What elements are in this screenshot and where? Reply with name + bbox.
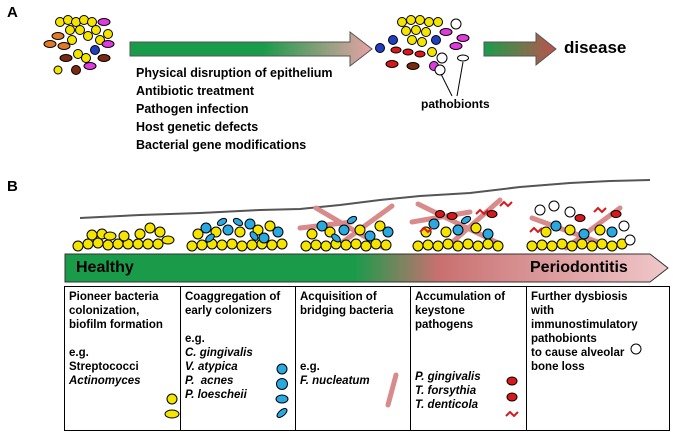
- stage3-biofilm: [297, 203, 395, 252]
- stage-title-continued: to cause alveolar bone loss: [531, 347, 625, 373]
- p-acnes-icon: [275, 394, 289, 404]
- healthy-microbe-cluster: [43, 15, 115, 75]
- species-row: T. denticola: [415, 398, 522, 412]
- progression-arrow-bar: [64, 253, 669, 283]
- stage-box-coaggregation: Coaggregation of early colonizers e.g. C…: [180, 286, 296, 431]
- trigger-factor-list: Physical disruption of epithelium Antibi…: [136, 64, 333, 154]
- t-denticola-icon: [505, 410, 519, 418]
- species-name: Actinomyces: [69, 375, 141, 387]
- stage-eg: e.g.: [69, 347, 89, 359]
- species-row: P. acnes: [185, 374, 291, 388]
- t-forsythia-icon: [506, 392, 518, 402]
- healthy-label: Healthy: [76, 259, 134, 276]
- stage-title: Further dysbiosis with immunostimulatory…: [531, 291, 638, 345]
- stage-title: Coaggregation of early colonizers: [185, 291, 281, 317]
- stage-legend-icons: [164, 343, 642, 419]
- streptococci-icon: [166, 393, 178, 405]
- p-gingivalis-icon: [506, 376, 518, 386]
- stage-title: Pioneer bacteria colonization, biofilm f…: [69, 291, 163, 331]
- c-gingivalis-icon: [276, 363, 288, 375]
- factor-item: Physical disruption of epithelium: [136, 66, 333, 80]
- pathobionts-label: pathobionts: [421, 97, 490, 111]
- species-name: Streptococci: [69, 361, 139, 373]
- factor-item: Host genetic defects: [136, 120, 259, 134]
- v-atypica-icon: [276, 378, 288, 390]
- species-row: C. gingivalis: [185, 346, 291, 360]
- species-name: T. forsythia: [415, 385, 477, 397]
- panel-a-label: A: [7, 4, 18, 21]
- species-row: T. forsythia: [415, 384, 522, 398]
- panel-b-label: B: [7, 178, 18, 195]
- stage-box-keystone: Accumulation of keystone pathogens P. gi…: [410, 286, 527, 431]
- periodontitis-label: Periodontitis: [530, 259, 628, 276]
- factor-item: Bacterial gene modifications: [136, 138, 307, 152]
- dysbiotic-microbe-cluster: [375, 15, 470, 76]
- stage1-biofilm: [72, 222, 175, 252]
- species-row: Streptococci: [69, 360, 176, 374]
- species-name: V. atypica: [185, 361, 238, 373]
- species-name: P. loescheii: [185, 389, 247, 401]
- factor-item: Antibiotic treatment: [136, 84, 255, 98]
- actinomyces-icon: [164, 409, 180, 419]
- pathobiont-icon: [630, 343, 642, 355]
- f-nucleatum-icon: [385, 372, 399, 408]
- species-name: F. nucleatum: [300, 375, 370, 387]
- dysbiosis-arrow: [129, 30, 373, 68]
- stage-eg: e.g.: [300, 361, 320, 373]
- species-name: C. gingivalis: [185, 347, 253, 359]
- species-row: F. nucleatum: [300, 374, 406, 388]
- factor-item: Pathogen infection: [136, 102, 249, 116]
- species-row: Actinomyces: [69, 374, 176, 388]
- species-name: P. acnes: [185, 375, 234, 387]
- stage-box-dysbiosis: Further dysbiosis with immunostimulatory…: [526, 286, 670, 431]
- stage-title: Accumulation of keystone pathogens: [415, 291, 506, 331]
- species-name: T. denticola: [415, 399, 479, 411]
- p-loescheii-icon: [276, 408, 288, 418]
- species-name: P. gingivalis: [415, 371, 481, 383]
- pathobiont-pointer-lines: [440, 61, 464, 97]
- stage4-biofilm: [409, 197, 513, 252]
- disease-arrow: [483, 31, 557, 67]
- stage-eg: e.g.: [185, 333, 205, 345]
- gingival-surface-line: [79, 179, 651, 219]
- stage-title: Acquisition of bridging bacteria: [300, 291, 394, 317]
- species-row: P. loescheii: [185, 388, 291, 402]
- species-row: P. gingivalis: [415, 370, 522, 384]
- stage-box-bridging: Acquisition of bridging bacteria e.g. F.…: [295, 286, 411, 431]
- stage2-biofilm: [186, 217, 288, 252]
- disease-label: disease: [564, 38, 627, 57]
- species-row: V. atypica: [185, 360, 291, 374]
- stage-box-pioneer: Pioneer bacteria colonization, biofilm f…: [64, 286, 181, 431]
- stage5-biofilm: [526, 200, 636, 252]
